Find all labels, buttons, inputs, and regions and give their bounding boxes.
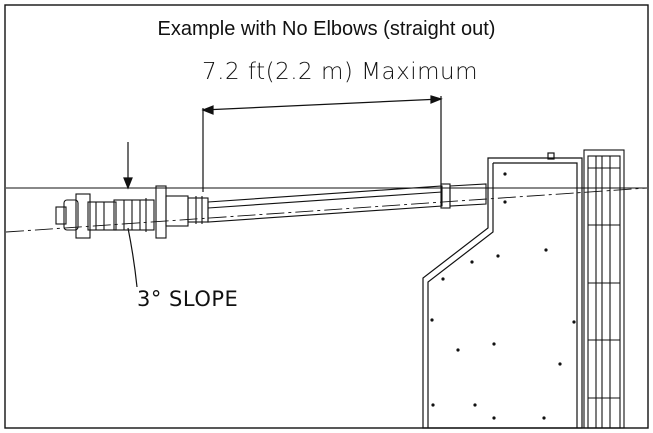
- max-length-dimension-label: 7.2 ft(2.2 m) Maximum: [202, 59, 478, 85]
- slope-centerline: [5, 187, 648, 233]
- slope-label: 3° SLOPE: [137, 287, 239, 311]
- vent-terminal: [55, 185, 209, 239]
- front-louver-panel: [583, 149, 625, 429]
- dimension-line: [201, 95, 443, 192]
- vent-pipe: [207, 183, 487, 223]
- appliance-dots: [430, 172, 576, 420]
- slope-indicator-arrow: [123, 142, 138, 288]
- appliance-body: [422, 152, 583, 429]
- diagram-border: [4, 4, 649, 429]
- diagram-title: Example with No Elbows (straight out): [157, 18, 496, 40]
